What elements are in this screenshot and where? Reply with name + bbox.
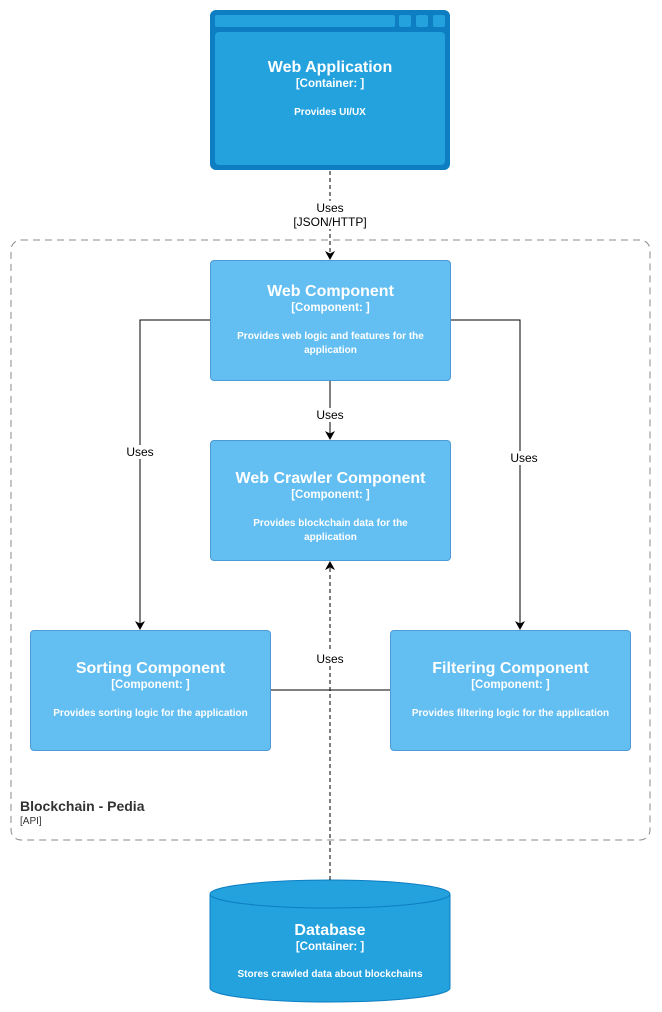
filtering-component-type: [Component: ] [471,679,550,691]
crawler-component-description: Provides blockchain data for the applica… [253,518,408,543]
system-boundary [10,239,651,841]
boundary-label: Blockchain - Pedia [API] [20,797,144,828]
database-description: Stores crawled data about blockchains [237,969,423,980]
web-application-node[interactable]: Web Application [Container: ] Provides U… [215,58,445,158]
sorting-component-node[interactable]: Sorting Component [Component: ] Provides… [30,630,271,751]
filtering-component-node[interactable]: Filtering Component [Component: ] Provid… [390,630,631,751]
sorting-component-title: Sorting Component [75,660,226,677]
edge-label-tech: [JSON/HTTP] [293,215,367,229]
window-button-icon [433,15,445,27]
edge-label-webapp-to-web: Uses [JSON/HTTP] [288,201,372,229]
edge-web-to-sorting [135,319,210,630]
edge-label-web-to-filtering: Uses [508,451,540,465]
sorting-component-description: Provides sorting logic for the applicati… [53,708,248,719]
boundary-type: [API] [20,816,42,827]
database-type: [Container: ] [295,941,365,953]
edge-label-text: Uses [316,201,344,215]
crawler-component-type: [Component: ] [291,489,370,501]
web-application-shape[interactable] [210,10,450,170]
web-component-node[interactable]: Web Component [Component: ] Provides web… [210,260,451,381]
web-application-title: Web Application [267,59,393,76]
database-node[interactable]: Database [Container: ] Stores crawled da… [210,921,450,991]
crawler-component-node[interactable]: Web Crawler Component [Component: ] Prov… [210,440,451,561]
database-shape[interactable] [209,879,451,1003]
boundary-name: Blockchain - Pedia [20,798,145,814]
filtering-component-title: Filtering Component [432,660,589,677]
edge-label-web-to-sorting: Uses [124,445,156,459]
web-component-type: [Component: ] [291,302,370,314]
database-title: Database [294,922,366,939]
edge-label-db-to-crawler: Uses [314,652,346,666]
edge-label-web-to-crawler: Uses [314,408,346,422]
web-component-title: Web Component [267,283,394,300]
web-component-description: Provides web logic and features for the … [237,331,424,356]
filtering-component-description: Provides filtering logic for the applica… [411,708,610,719]
web-application-description: Provides UI/UX [294,107,366,118]
crawler-component-title: Web Crawler Component [235,470,426,487]
web-application-type: [Container: ] [295,78,365,90]
sorting-component-type: [Component: ] [111,679,190,691]
window-button-icon [399,15,411,27]
edge-web-to-filtering [450,319,525,630]
window-button-icon [416,15,428,27]
